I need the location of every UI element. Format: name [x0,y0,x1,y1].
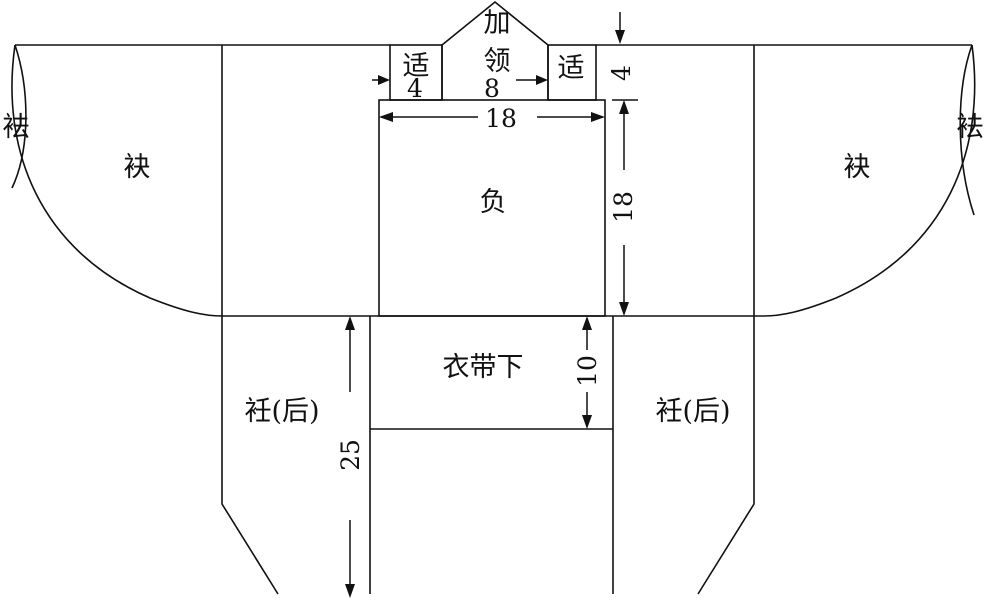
label-mei-left: 袂 [124,152,151,183]
label-shi-right: 适 [558,53,585,84]
dim-yidaixia-height: 10 [573,355,602,387]
back-height-arrow-bottom [619,302,629,316]
shi-height-arrow [615,30,625,44]
label-ren-right: 衽(后) [655,396,730,427]
part-labels: 加 领 适 适 袪 袪 袂 袂 负 衣带下 衽(后) 衽(后) [3,8,984,427]
back-width-arrow-left [379,112,393,122]
label-jialing-bottom: 领 [484,46,511,77]
back-height-arrow-top [619,100,629,114]
yidaixia-height-arrow-top [582,316,592,330]
dim-shi-height: 4 [607,65,636,81]
label-yidaixia: 衣带下 [443,352,524,383]
dim-back-height: 18 [609,191,638,223]
label-jialing-top: 加 [484,8,511,39]
back-width-arrow-right [591,112,605,122]
dim-collar-width: 8 [484,74,500,103]
dim-shi-width: 4 [407,74,423,103]
dim-ren-height: 25 [336,439,365,471]
left-sleeve-curve [11,44,223,317]
yidaixia-height-arrow-bottom [582,415,592,429]
ren-height-arrow-top [345,316,355,330]
ren-height-arrow-bottom [345,584,355,598]
shi-width-arrow [378,75,390,85]
left-ren-outer [221,316,279,595]
label-ren-left: 衽(后) [244,396,319,427]
right-sleeve-curve [763,44,976,317]
back-panel [378,99,606,317]
label-mei-right: 袂 [844,152,871,183]
dim-back-width: 18 [485,104,517,133]
label-qu-left: 袪 [3,112,30,143]
added-collar [441,0,549,100]
label-fu: 负 [480,187,507,218]
right-cuff-arc [959,44,975,216]
garment-outline [11,0,976,595]
label-shi-left: 适 [403,51,430,82]
dimension-labels: 4 8 18 18 4 10 25 [336,65,638,471]
dimension-marks [345,12,638,598]
collar-width-arrow [536,75,548,85]
right-ren-outer [697,316,755,595]
label-qu-right: 袪 [957,112,984,143]
left-cuff-arc [11,44,27,189]
